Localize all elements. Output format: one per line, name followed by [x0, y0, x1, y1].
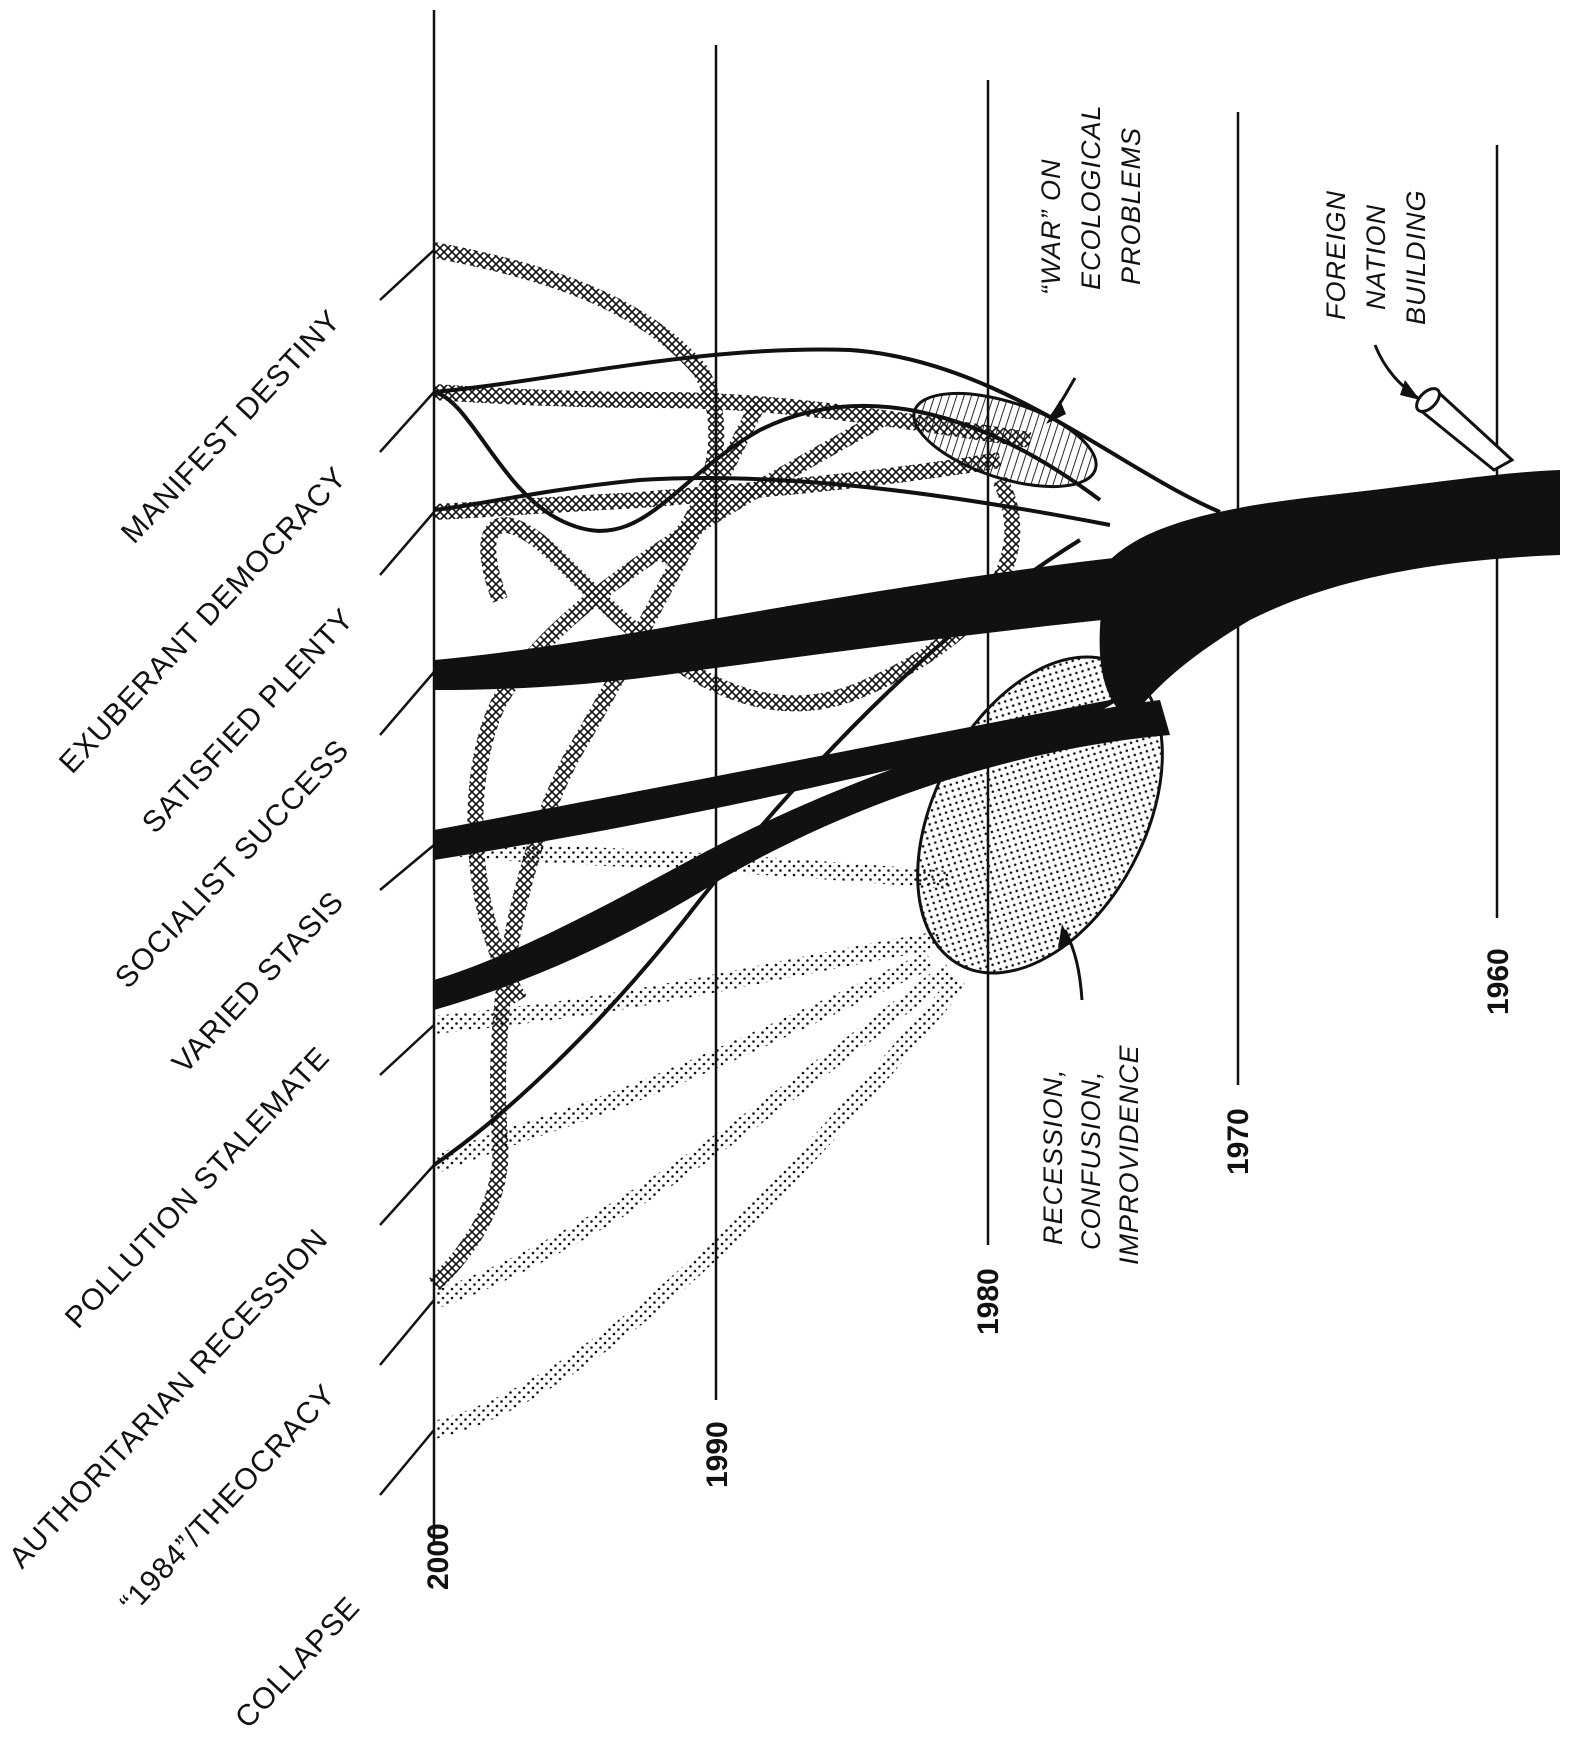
note-foreign-line-2: NATION: [1361, 204, 1391, 310]
label-socialist-success: SOCIALIST SUCCESS: [109, 733, 356, 994]
note-war-line-2: ECOLOGICAL: [1076, 104, 1106, 290]
label-collapse: COLLAPSE: [229, 1591, 367, 1735]
dotted-path-collapse: [434, 980, 960, 1430]
label-leader-lines: [380, 250, 434, 1495]
leader-pollution-stalemate: [380, 1025, 434, 1075]
year-label-2000: 2000: [422, 1523, 455, 1590]
leader-satisfied-plenty: [380, 512, 434, 575]
year-labels: 2000 1990 1980 1970 1960: [422, 948, 1515, 1590]
annotation-foreign-nation-building: FOREIGN NATION BUILDING: [1321, 189, 1431, 400]
leader-1984-theocracy: [380, 1300, 434, 1365]
year-label-1960: 1960: [1482, 948, 1515, 1015]
note-recession-line-3: IMPROVIDENCE: [1114, 1044, 1144, 1265]
label-exuberant-democracy: EXUBERANT DEMOCRACY: [53, 461, 353, 780]
year-label-1970: 1970: [1222, 1108, 1255, 1175]
year-label-1990: 1990: [701, 1421, 734, 1488]
leader-authoritarian-recession: [380, 1165, 434, 1225]
note-foreign-line-1: FOREIGN: [1321, 190, 1351, 320]
leader-exuberant-democracy: [380, 392, 434, 452]
note-war-line-3: PROBLEMS: [1116, 127, 1146, 285]
note-recession-line-2: CONFUSION,: [1076, 1070, 1106, 1250]
annotation-recession: RECESSION, CONFUSION, IMPROVIDENCE: [1038, 924, 1144, 1265]
note-foreign-arrowhead: [1400, 380, 1420, 400]
leader-manifest-destiny: [380, 250, 434, 300]
label-pollution-stalemate: POLLUTION STALEMATE: [59, 1041, 336, 1335]
annotation-war-on-ecological-problems: “WAR” ON ECOLOGICAL PROBLEMS: [1036, 104, 1146, 424]
note-recession-line-1: RECESSION,: [1038, 1068, 1068, 1245]
future-labels: MANIFEST DESTINY EXUBERANT DEMOCRACY SAT…: [3, 304, 367, 1735]
note-foreign-line-3: BUILDING: [1401, 189, 1431, 325]
leader-socialist-success: [380, 672, 434, 735]
leader-varied-stasis: [380, 845, 434, 890]
note-war-line-1: “WAR” ON: [1036, 159, 1066, 296]
label-authoritarian-recession: AUTHORITARIAN RECESSION: [3, 1223, 335, 1575]
year-label-1980: 1980: [972, 1268, 1005, 1335]
leader-collapse: [380, 1430, 434, 1495]
trunk: [1100, 470, 1560, 720]
